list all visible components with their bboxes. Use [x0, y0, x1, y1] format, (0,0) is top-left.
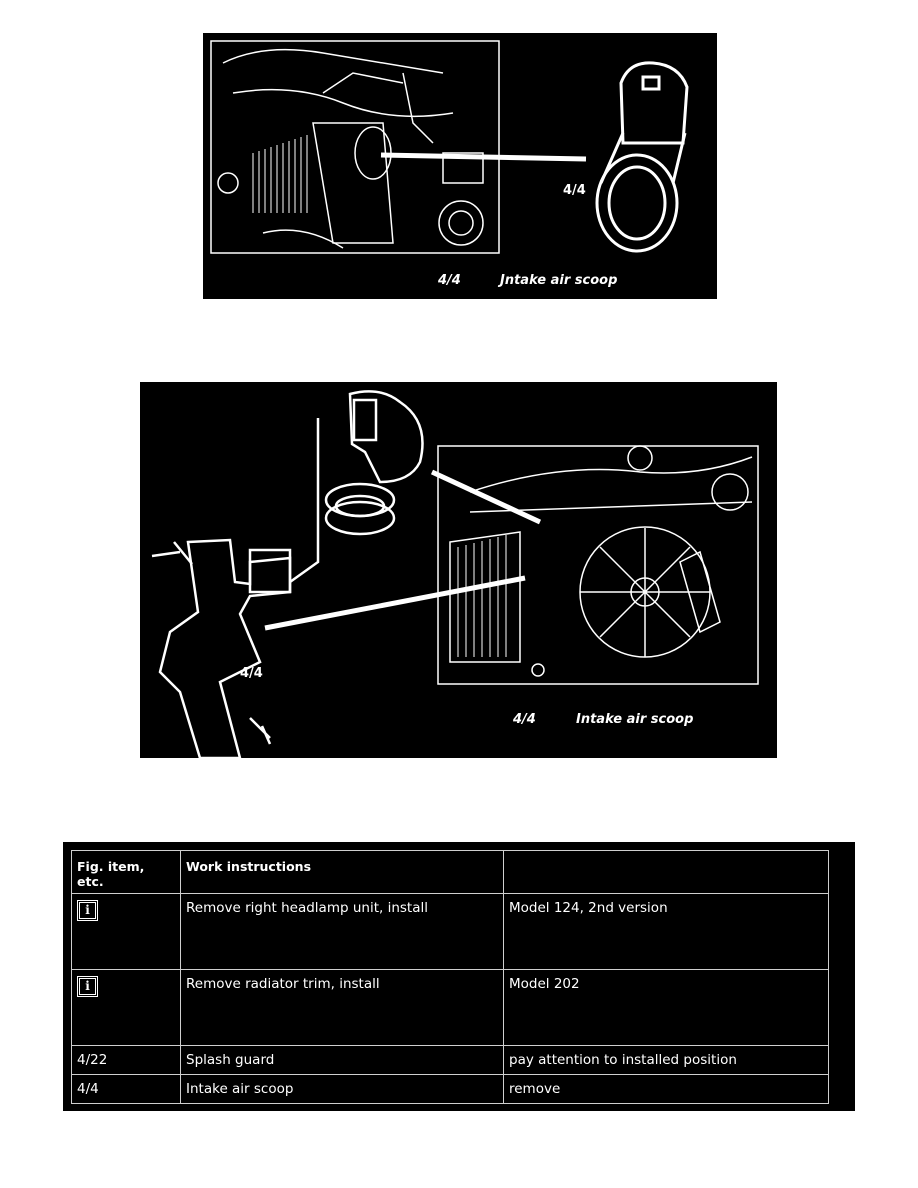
column-header-fig-item: Fig. item, etc.	[71, 850, 181, 894]
column-header-notes	[503, 850, 829, 894]
note-cell: Model 124, 2nd version	[503, 893, 829, 970]
engine-bay-illustration	[210, 40, 689, 254]
fig-item-cell: 4/22	[71, 1045, 181, 1075]
callout-label: 4/4	[240, 666, 263, 681]
figure-intake-scoop-engine-view: 4/4 4/4 Jntake air scoop	[203, 33, 717, 299]
table-row: 4/4 Intake air scoop remove	[71, 1074, 829, 1104]
instruction-cell: Remove right headlamp unit, install	[180, 893, 504, 970]
table-row: i Remove right headlamp unit, install Mo…	[71, 893, 829, 970]
note-cell: remove	[503, 1074, 829, 1104]
info-icon: i	[77, 900, 98, 921]
work-instructions-panel: Fig. item, etc. Work instructions i Remo…	[63, 842, 855, 1111]
note-cell: pay attention to installed position	[503, 1045, 829, 1075]
instruction-cell: Splash guard	[180, 1045, 504, 1075]
info-icon: i	[77, 976, 98, 997]
exploded-view-illustration	[151, 390, 759, 758]
callout-label: 4/4	[563, 183, 586, 198]
column-header-work-instructions: Work instructions	[180, 850, 504, 894]
instruction-cell: Intake air scoop	[180, 1074, 504, 1104]
figure-intake-scoop-exploded-view: 4/4 4/4 Intake air scoop	[140, 382, 777, 758]
legend-item: 4/4	[513, 712, 536, 727]
fig-item-cell: i	[71, 893, 181, 970]
fig-item-cell: 4/4	[71, 1074, 181, 1104]
legend-item: 4/4	[438, 273, 461, 288]
legend-description: Intake air scoop	[576, 712, 694, 727]
fig-item-cell: i	[71, 969, 181, 1046]
legend-description: Jntake air scoop	[500, 273, 618, 288]
note-cell: Model 202	[503, 969, 829, 1046]
work-instructions-table: Fig. item, etc. Work instructions i Remo…	[71, 850, 829, 1104]
table-row: i Remove radiator trim, install Model 20…	[71, 969, 829, 1046]
instruction-cell: Remove radiator trim, install	[180, 969, 504, 1046]
table-row: 4/22 Splash guard pay attention to insta…	[71, 1045, 829, 1075]
table-header-row: Fig. item, etc. Work instructions	[71, 850, 829, 894]
